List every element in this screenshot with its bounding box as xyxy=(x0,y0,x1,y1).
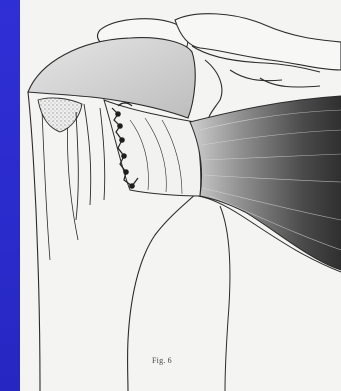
muscle-belly xyxy=(190,96,341,270)
shoulder-repair-illustration xyxy=(20,0,341,391)
figure-caption: Fig. 6 xyxy=(152,356,172,365)
footprint-stipple xyxy=(38,98,82,132)
biceps-groove xyxy=(76,104,105,220)
figure-panel: Fig. 6 xyxy=(20,0,341,391)
